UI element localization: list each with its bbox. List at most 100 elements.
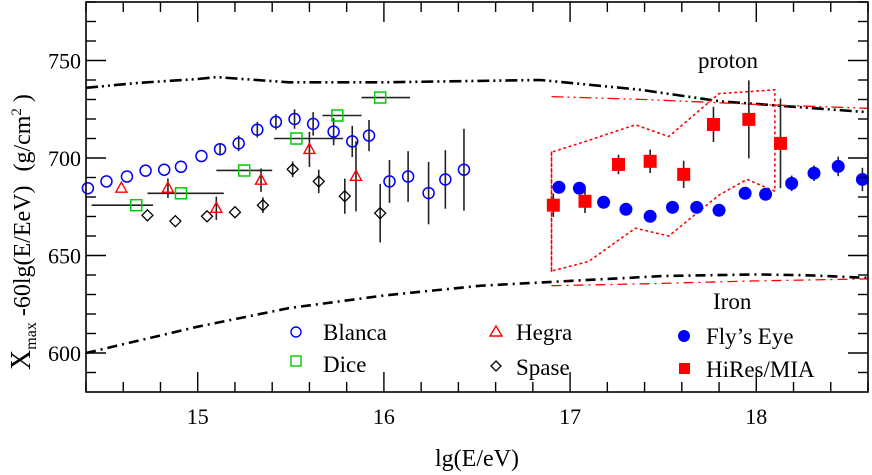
model-lines — [85, 75, 869, 355]
open-triangle-marker — [254, 172, 268, 185]
data-markers — [81, 91, 869, 228]
open-circle-marker — [157, 163, 171, 176]
legend-label: HiRes/MIA — [706, 357, 815, 382]
filled-circle-marker — [552, 180, 566, 194]
open-circle-marker — [213, 142, 227, 156]
open-diamond-marker — [312, 174, 326, 188]
open-diamond-marker — [168, 214, 182, 228]
open-circle-marker — [439, 173, 452, 186]
filled-circle-icon — [678, 330, 690, 342]
open-circle-marker — [362, 129, 376, 142]
filled-square-marker — [643, 154, 657, 168]
filled-circle-marker — [690, 200, 704, 214]
y-axis-title-unit-close: ) — [10, 94, 36, 108]
legend-label: Fly’s Eye — [706, 324, 794, 349]
open-circle-marker — [81, 181, 95, 195]
filled-circle-marker — [619, 202, 633, 216]
filled-circle-marker — [785, 176, 799, 190]
model-line — [85, 273, 869, 355]
model-line — [551, 278, 869, 287]
legend-label: Blanca — [323, 320, 387, 345]
open-circle-marker — [251, 123, 264, 136]
y-axis-title-main: X — [6, 350, 37, 370]
y-axis-title: Xmax -60lg(E/EeV) (g/cm2 ) — [6, 94, 40, 370]
model-line — [550, 88, 776, 272]
x-tick-label: 16 — [373, 404, 395, 429]
x-axis-title: lg(E/eV) — [435, 446, 519, 472]
filled-square-marker — [677, 167, 691, 181]
open-diamond-marker — [373, 206, 387, 220]
open-square-marker — [130, 198, 143, 212]
filled-square-marker — [612, 157, 626, 171]
y-axis-title-unit: (g/cm — [10, 115, 36, 171]
y-axis-title-unit-sup: 2 — [9, 108, 25, 116]
y-tick-label: 700 — [48, 146, 81, 171]
open-circle-marker — [195, 149, 208, 163]
open-triangle-icon — [488, 324, 504, 337]
filled-circle-marker — [831, 159, 845, 173]
filled-circle-marker — [807, 166, 821, 180]
open-diamond-marker — [141, 208, 154, 222]
open-square-marker — [373, 91, 387, 104]
open-circle-marker — [120, 170, 134, 183]
open-circle-marker — [327, 125, 340, 138]
iron-annotation: Iron — [713, 289, 752, 314]
open-triangle-marker — [302, 141, 317, 155]
filled-square-marker — [742, 112, 756, 126]
open-circle-marker — [346, 135, 359, 148]
open-circle-marker — [269, 115, 283, 129]
model-line — [551, 95, 869, 109]
open-circle-marker — [401, 170, 415, 183]
error-bars — [91, 80, 864, 243]
filled-circle-marker — [572, 181, 586, 195]
filled-circle-marker — [738, 186, 752, 200]
open-circle-marker — [288, 112, 301, 126]
filled-square-marker — [578, 194, 592, 208]
x-tick-label: 18 — [745, 404, 767, 429]
y-axis-title-sub: max — [23, 322, 40, 350]
open-circle-marker — [100, 175, 113, 188]
open-square-icon — [290, 355, 302, 367]
legend-item-hegra: Hegra — [488, 320, 572, 345]
open-circle-marker — [139, 164, 152, 177]
open-square-marker — [238, 164, 251, 177]
filled-square-marker — [546, 198, 560, 212]
open-square-marker — [174, 187, 188, 200]
y-tick-label: 650 — [48, 244, 81, 269]
filled-circle-marker — [759, 187, 773, 201]
y-axis-title-rest: -60lg(E/EeV) — [10, 186, 36, 323]
open-diamond-marker — [228, 205, 242, 219]
legend-item-dice: Dice — [290, 352, 366, 377]
open-diamond-marker — [256, 198, 270, 212]
x-tick-label: 15 — [187, 404, 209, 429]
open-diamond-marker — [338, 189, 352, 203]
open-triangle-marker — [349, 168, 363, 182]
open-circle-marker — [383, 175, 396, 188]
open-circle-marker — [422, 186, 435, 200]
filled-circle-marker — [597, 195, 611, 209]
filled-circle-marker — [666, 200, 679, 214]
proton-annotation: proton — [698, 48, 759, 73]
y-tick-label: 600 — [48, 341, 81, 366]
legend-label: Dice — [323, 352, 366, 377]
open-diamond-marker — [200, 209, 214, 223]
open-diamond-marker — [286, 162, 300, 176]
model-line — [85, 75, 869, 114]
model-line — [550, 147, 776, 273]
legend: Blanca Dice Hegra Spase Fly’s Eye HiRes/… — [290, 320, 815, 382]
open-square-marker — [290, 132, 303, 145]
open-circle-marker — [232, 137, 245, 150]
legend-item-hires-mia: HiRes/MIA — [679, 357, 815, 382]
open-triangle-marker — [209, 200, 224, 214]
open-diamond-icon — [490, 360, 502, 372]
filled-square-marker — [773, 136, 787, 150]
filled-square-marker — [706, 117, 720, 131]
open-triangle-marker — [161, 180, 175, 193]
x-tick-label: 17 — [559, 404, 581, 429]
filled-circle-marker — [855, 172, 869, 186]
filled-circle-marker — [643, 209, 657, 223]
open-circle-marker — [306, 117, 320, 131]
filled-square-icon — [679, 363, 690, 374]
